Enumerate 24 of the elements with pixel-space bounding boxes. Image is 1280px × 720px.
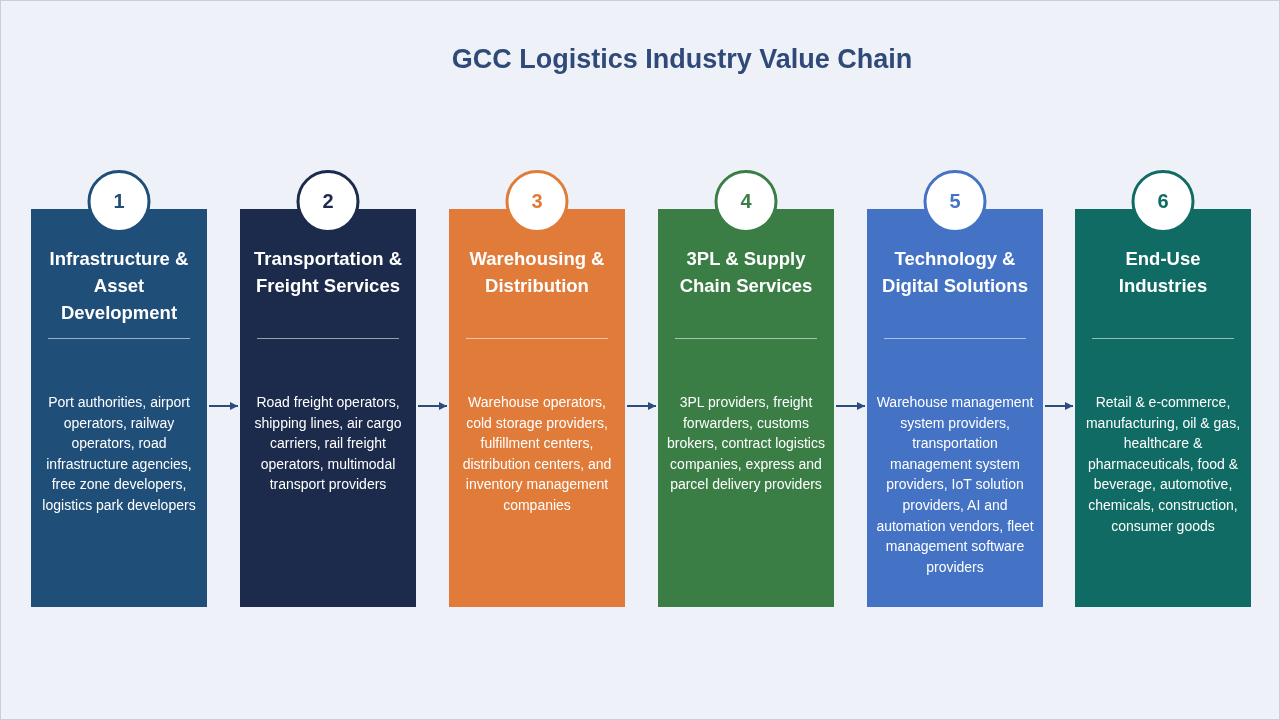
stage-description: Retail & e-commerce, manufacturing, oil & gas, healthcare & pharmaceuticals, food & beverage, automotive, chemicals, construction, consumer goods <box>1084 393 1242 536</box>
diagram-title: GCC Logistics Industry Value Chain <box>450 43 914 76</box>
stage-description: Warehouse operators, cold storage providers, fulfillment centers, distribution centers, and inventory management companies <box>461 393 613 515</box>
stage-heading: Warehousing & Distribution <box>468 247 606 298</box>
stage-description: Port authorities, airport operators, railway operators, road infrastructure agencies, free zone developers, logistics park developers <box>41 393 197 515</box>
stage-heading: Technology & Digital Solutions <box>881 247 1029 298</box>
step-number: 5 <box>923 170 987 233</box>
stage-heading: End-Use Industries <box>1117 247 1209 298</box>
arrow <box>1044 402 1074 410</box>
step-number: 3 <box>505 170 569 233</box>
arrow <box>835 402 866 410</box>
stage-description: Road freight operators, shipping lines, air cargo carriers, rail freight operators, multimodal transport providers <box>253 393 403 495</box>
arrow <box>208 402 239 410</box>
step-number: 2 <box>296 170 360 233</box>
arrow <box>626 402 657 410</box>
step-number: 6 <box>1131 170 1195 233</box>
stage-description: Warehouse management system providers, transportation management system providers, IoT solution providers, AI and automation vendors, fleet management software providers <box>875 393 1035 577</box>
stage-heading: Infrastructure & Asset Development <box>48 247 190 325</box>
stage-heading: 3PL & Supply Chain Services <box>678 247 814 298</box>
step-number: 4 <box>714 170 778 233</box>
stage-heading: Transportation & Freight Services <box>253 247 403 298</box>
stage-description: 3PL providers, freight forwarders, customs brokers, contract logistics companies, express and parcel delivery providers <box>666 393 826 495</box>
arrow <box>417 402 448 410</box>
step-number: 1 <box>87 170 151 233</box>
